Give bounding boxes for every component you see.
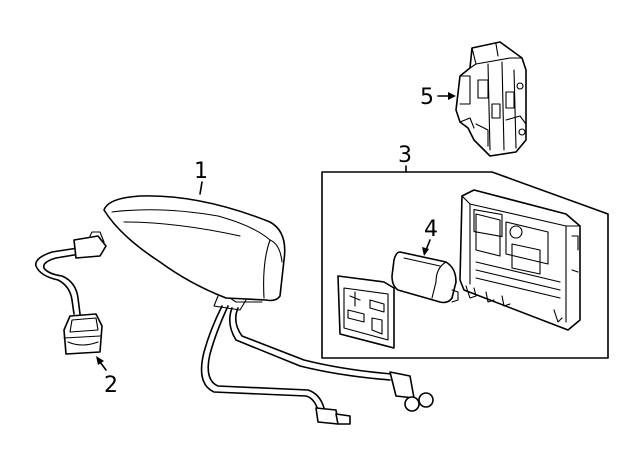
callout-3: 3 bbox=[398, 143, 412, 173]
callout-1: 1 bbox=[194, 159, 208, 195]
part-1-antenna bbox=[103, 195, 286, 311]
callout-4: 4 bbox=[422, 217, 438, 256]
callout-3-label: 3 bbox=[398, 143, 412, 168]
control-module bbox=[459, 189, 581, 331]
part-5-bracket bbox=[455, 41, 527, 157]
callout-2: 2 bbox=[96, 356, 118, 398]
part-4-cartridge bbox=[391, 251, 459, 304]
callout-2-label: 2 bbox=[104, 373, 118, 398]
part-3-module-box bbox=[321, 171, 609, 359]
antenna-cable bbox=[200, 305, 434, 425]
instruction-label bbox=[337, 275, 395, 349]
callout-1-label: 1 bbox=[194, 159, 208, 184]
callout-5: 5 bbox=[420, 85, 456, 110]
callout-4-label: 4 bbox=[424, 217, 438, 242]
part-2-module bbox=[35, 231, 107, 355]
callout-5-label: 5 bbox=[420, 85, 434, 110]
